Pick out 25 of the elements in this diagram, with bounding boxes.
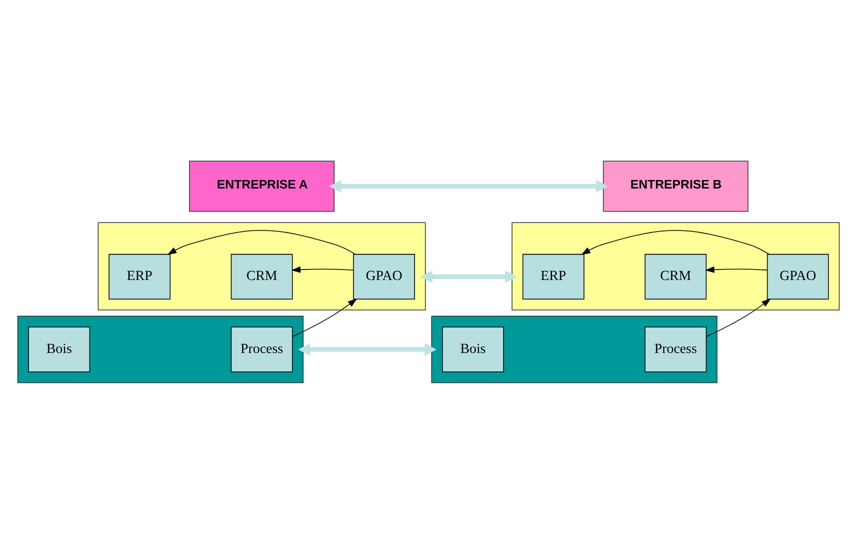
node-box: GPAO bbox=[766, 253, 829, 300]
node-box: Process bbox=[644, 326, 707, 372]
arrow bbox=[706, 298, 771, 336]
node-box: Process bbox=[230, 326, 293, 372]
node-box: Bois bbox=[442, 326, 504, 372]
cluster bbox=[431, 315, 718, 383]
node-box: ERP bbox=[522, 253, 584, 300]
arrow bbox=[298, 342, 437, 356]
node-box: ENTREPRISE B bbox=[602, 160, 748, 212]
cluster bbox=[98, 222, 426, 310]
arrow bbox=[329, 179, 608, 192]
arrow bbox=[581, 229, 770, 254]
node-box: CRM bbox=[230, 253, 293, 300]
node-box: ENTREPRISE A bbox=[189, 160, 335, 212]
arrow bbox=[420, 270, 518, 283]
arrow bbox=[167, 229, 356, 254]
arrow bbox=[705, 266, 768, 272]
node-box: Bois bbox=[28, 326, 90, 372]
cluster bbox=[17, 315, 304, 383]
node-box: ERP bbox=[108, 253, 171, 300]
cluster bbox=[512, 222, 840, 310]
node-box: CRM bbox=[644, 253, 707, 300]
arrow bbox=[291, 266, 354, 272]
arrow bbox=[292, 298, 358, 336]
node-box: GPAO bbox=[353, 253, 415, 300]
